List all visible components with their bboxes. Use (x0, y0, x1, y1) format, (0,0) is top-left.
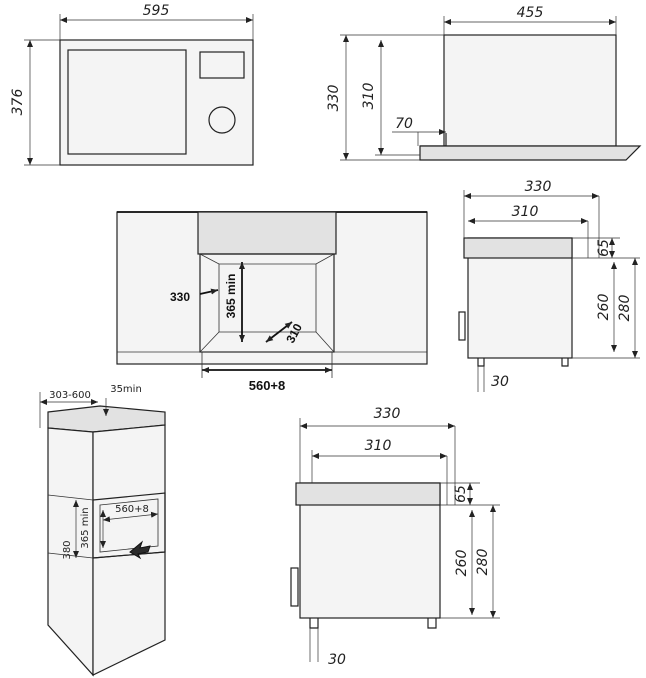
small-outer-height-label: 280 (617, 295, 633, 322)
side-view-large: 330 310 65 260 280 30 (290, 406, 500, 668)
front-height-label: 376 (10, 89, 26, 116)
small-foot-label: 30 (491, 374, 509, 390)
small-top-gap-label: 65 (596, 239, 612, 257)
side-height-b-label: 310 (361, 83, 377, 110)
cabinet-niche-depth-label: 303-600 (49, 390, 91, 401)
microwave-door-window (67, 49, 187, 155)
large-foot-label: 30 (328, 652, 346, 668)
microwave-side-base (419, 145, 642, 161)
small-inner-height-label: 260 (596, 294, 612, 321)
side-height-a-label: 330 (326, 85, 342, 112)
airflow-arrow-icon (129, 540, 151, 560)
small-body-depth-label: 310 (512, 204, 539, 220)
niche-view: 365 min 330 310 560+8 (116, 211, 428, 393)
front-width-label: 595 (143, 3, 170, 19)
control-knob (208, 106, 236, 134)
small-total-depth-label: 330 (525, 179, 552, 195)
front-view: 595 376 (10, 3, 254, 166)
cabinet-niche-width-label: 560+8 (115, 504, 149, 515)
cabinet-niche-height-label: 365 min (80, 507, 91, 548)
side-offset-label: 70 (395, 116, 413, 132)
niche-top-panel (197, 211, 337, 255)
large-top-gap-label: 65 (453, 485, 469, 503)
cabinet-view: 303-600 35min 560+8 365 min 380 (39, 384, 166, 677)
niche-height-label: 365 min (224, 274, 238, 319)
microwave-side-outline (443, 34, 617, 147)
side-view-small: 330 310 65 260 280 30 (458, 179, 640, 392)
large-total-depth-label: 330 (374, 406, 401, 422)
control-display (199, 51, 245, 79)
cabinet-vent-gap-label: 35min (110, 384, 142, 395)
side-depth-label: 455 (517, 5, 544, 21)
niche-width-label: 560+8 (249, 378, 286, 393)
niche-depth-label: 330 (170, 290, 190, 304)
large-body-depth-label: 310 (365, 438, 392, 454)
microwave-front-outline (59, 39, 254, 166)
side-view: 455 330 310 70 (326, 5, 642, 161)
cabinet-mount-height-label: 380 (62, 540, 73, 559)
cabinet-front (92, 424, 166, 676)
large-outer-height-label: 280 (475, 549, 491, 576)
large-inner-height-label: 260 (454, 550, 470, 577)
